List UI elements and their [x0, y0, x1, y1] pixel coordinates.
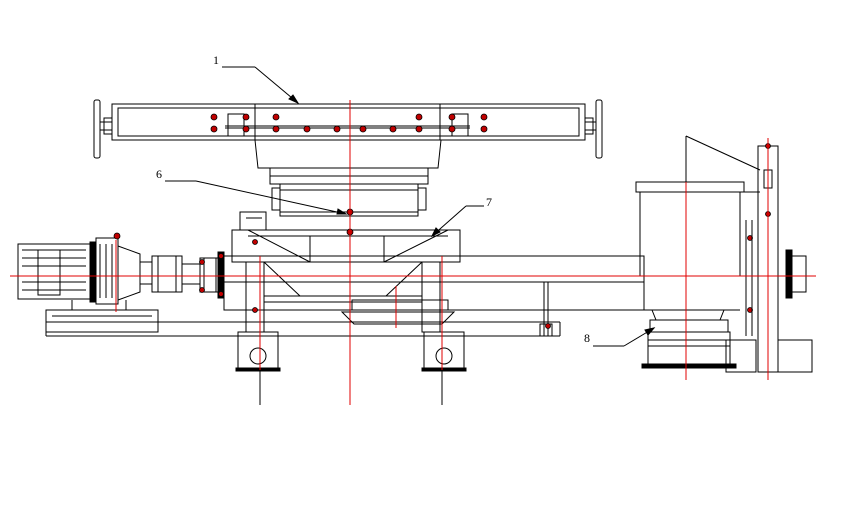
callout-label-8: 8: [584, 331, 590, 345]
left-handwheel: [93, 99, 113, 159]
callout-8: 8: [584, 327, 656, 347]
top-gate-assembly: [93, 99, 603, 217]
callout-label-7: 7: [486, 195, 492, 209]
right-handwheel: [584, 99, 603, 159]
callout-6: 6: [156, 167, 348, 215]
main-frame: [45, 211, 645, 372]
right-column: [725, 143, 813, 373]
callout-label-1: 1: [213, 53, 219, 67]
callout-1: 1: [213, 53, 300, 105]
frame-bolts: [199, 208, 551, 329]
callout-label-6: 6: [156, 167, 162, 181]
callout-7: 7: [430, 195, 492, 238]
centerlines: [10, 100, 816, 405]
drive-motor: [17, 232, 225, 333]
gate-bolts: [210, 113, 488, 133]
outlet-hopper: [635, 135, 761, 369]
